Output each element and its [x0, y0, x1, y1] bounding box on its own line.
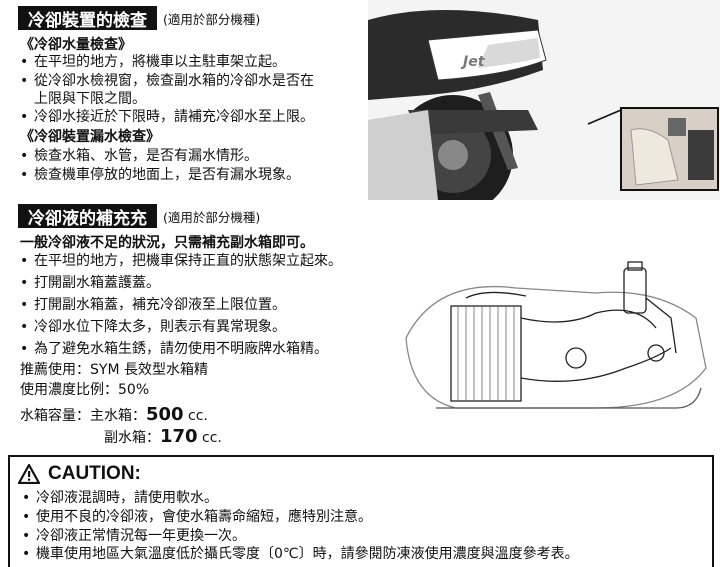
- list-item: •為了避免水箱生銹，請勿使用不明廠牌水箱精。: [20, 341, 328, 357]
- list-item: •在平坦的地方，把機車保持正直的狀態架立起來。: [20, 253, 342, 269]
- radiator-diagram: [396, 258, 716, 428]
- list-item: •從冷卻水檢視窗，檢查副水箱的冷卻水是否在: [20, 73, 314, 89]
- list-item: •冷卻水位下降太多，則表示有異常現象。: [20, 319, 286, 335]
- applicability-note: (適用於部分機種): [163, 11, 261, 27]
- caution-item: •使用不良的冷卻液，會使水箱壽命縮短，應特別注意。: [22, 509, 372, 525]
- caution-heading: CAUTION:: [18, 463, 141, 485]
- photo-badge: Jet: [460, 54, 486, 70]
- scooter-photo: Jet: [368, 0, 720, 200]
- list-item: •打開副水箱蓋，補充冷卻液至上限位置。: [20, 297, 286, 313]
- applicability-note: (適用於部分機種): [163, 209, 261, 225]
- section-title: 冷卻液的補充充: [18, 204, 157, 229]
- caution-item: •冷卻液正常情況每一年更換一次。: [22, 528, 246, 544]
- main-tank-value: 500: [146, 404, 184, 425]
- capacity-main: 水箱容量：主水箱：500 cc.: [20, 404, 208, 425]
- caution-item: •冷卻液混調時，請使用軟水。: [22, 490, 218, 506]
- capacity-sub: 副水箱：170 cc.: [104, 426, 222, 447]
- list-item: •檢查機車停放的地面上，是否有漏水現象。: [20, 167, 300, 183]
- list-item: •檢查水箱、水管，是否有漏水情形。: [20, 148, 258, 164]
- subheading-coolant-level: 《冷卻水量檢查》: [20, 37, 132, 53]
- warning-icon: [18, 464, 40, 484]
- caution-item: •機車使用地區大氣溫度低於攝氏零度〔0℃〕時，請參閱防凍液使用濃度與溫度參考表。: [22, 546, 579, 562]
- list-item-continuation: 上限與下限之間。: [34, 91, 146, 107]
- subheading-refill-note: 一般冷卻液不足的狀況，只需補充副水箱即可。: [20, 235, 314, 251]
- list-item: •在平坦的地方，將機車以主駐車架立起。: [20, 54, 286, 70]
- concentration-ratio: 使用濃度比例：50%: [20, 382, 150, 398]
- recommended-product: 推薦使用：SYM 長效型水箱精: [20, 362, 208, 378]
- section-title: 冷卻裝置的檢查: [18, 6, 157, 31]
- caution-box: [8, 455, 714, 567]
- subheading-leak-check: 《冷卻裝置漏水檢查》: [20, 129, 160, 145]
- caution-title: CAUTION:: [48, 463, 141, 484]
- list-item: •打開副水箱蓋護蓋。: [20, 275, 160, 291]
- list-item: •冷卻水接近於下限時，請補充冷卻水至上限。: [20, 109, 314, 125]
- section-heading-cooling-check: 冷卻裝置的檢查 (適用於部分機種): [18, 6, 261, 31]
- sub-tank-value: 170: [160, 426, 198, 447]
- section-heading-coolant-refill: 冷卻液的補充充 (適用於部分機種): [18, 204, 261, 229]
